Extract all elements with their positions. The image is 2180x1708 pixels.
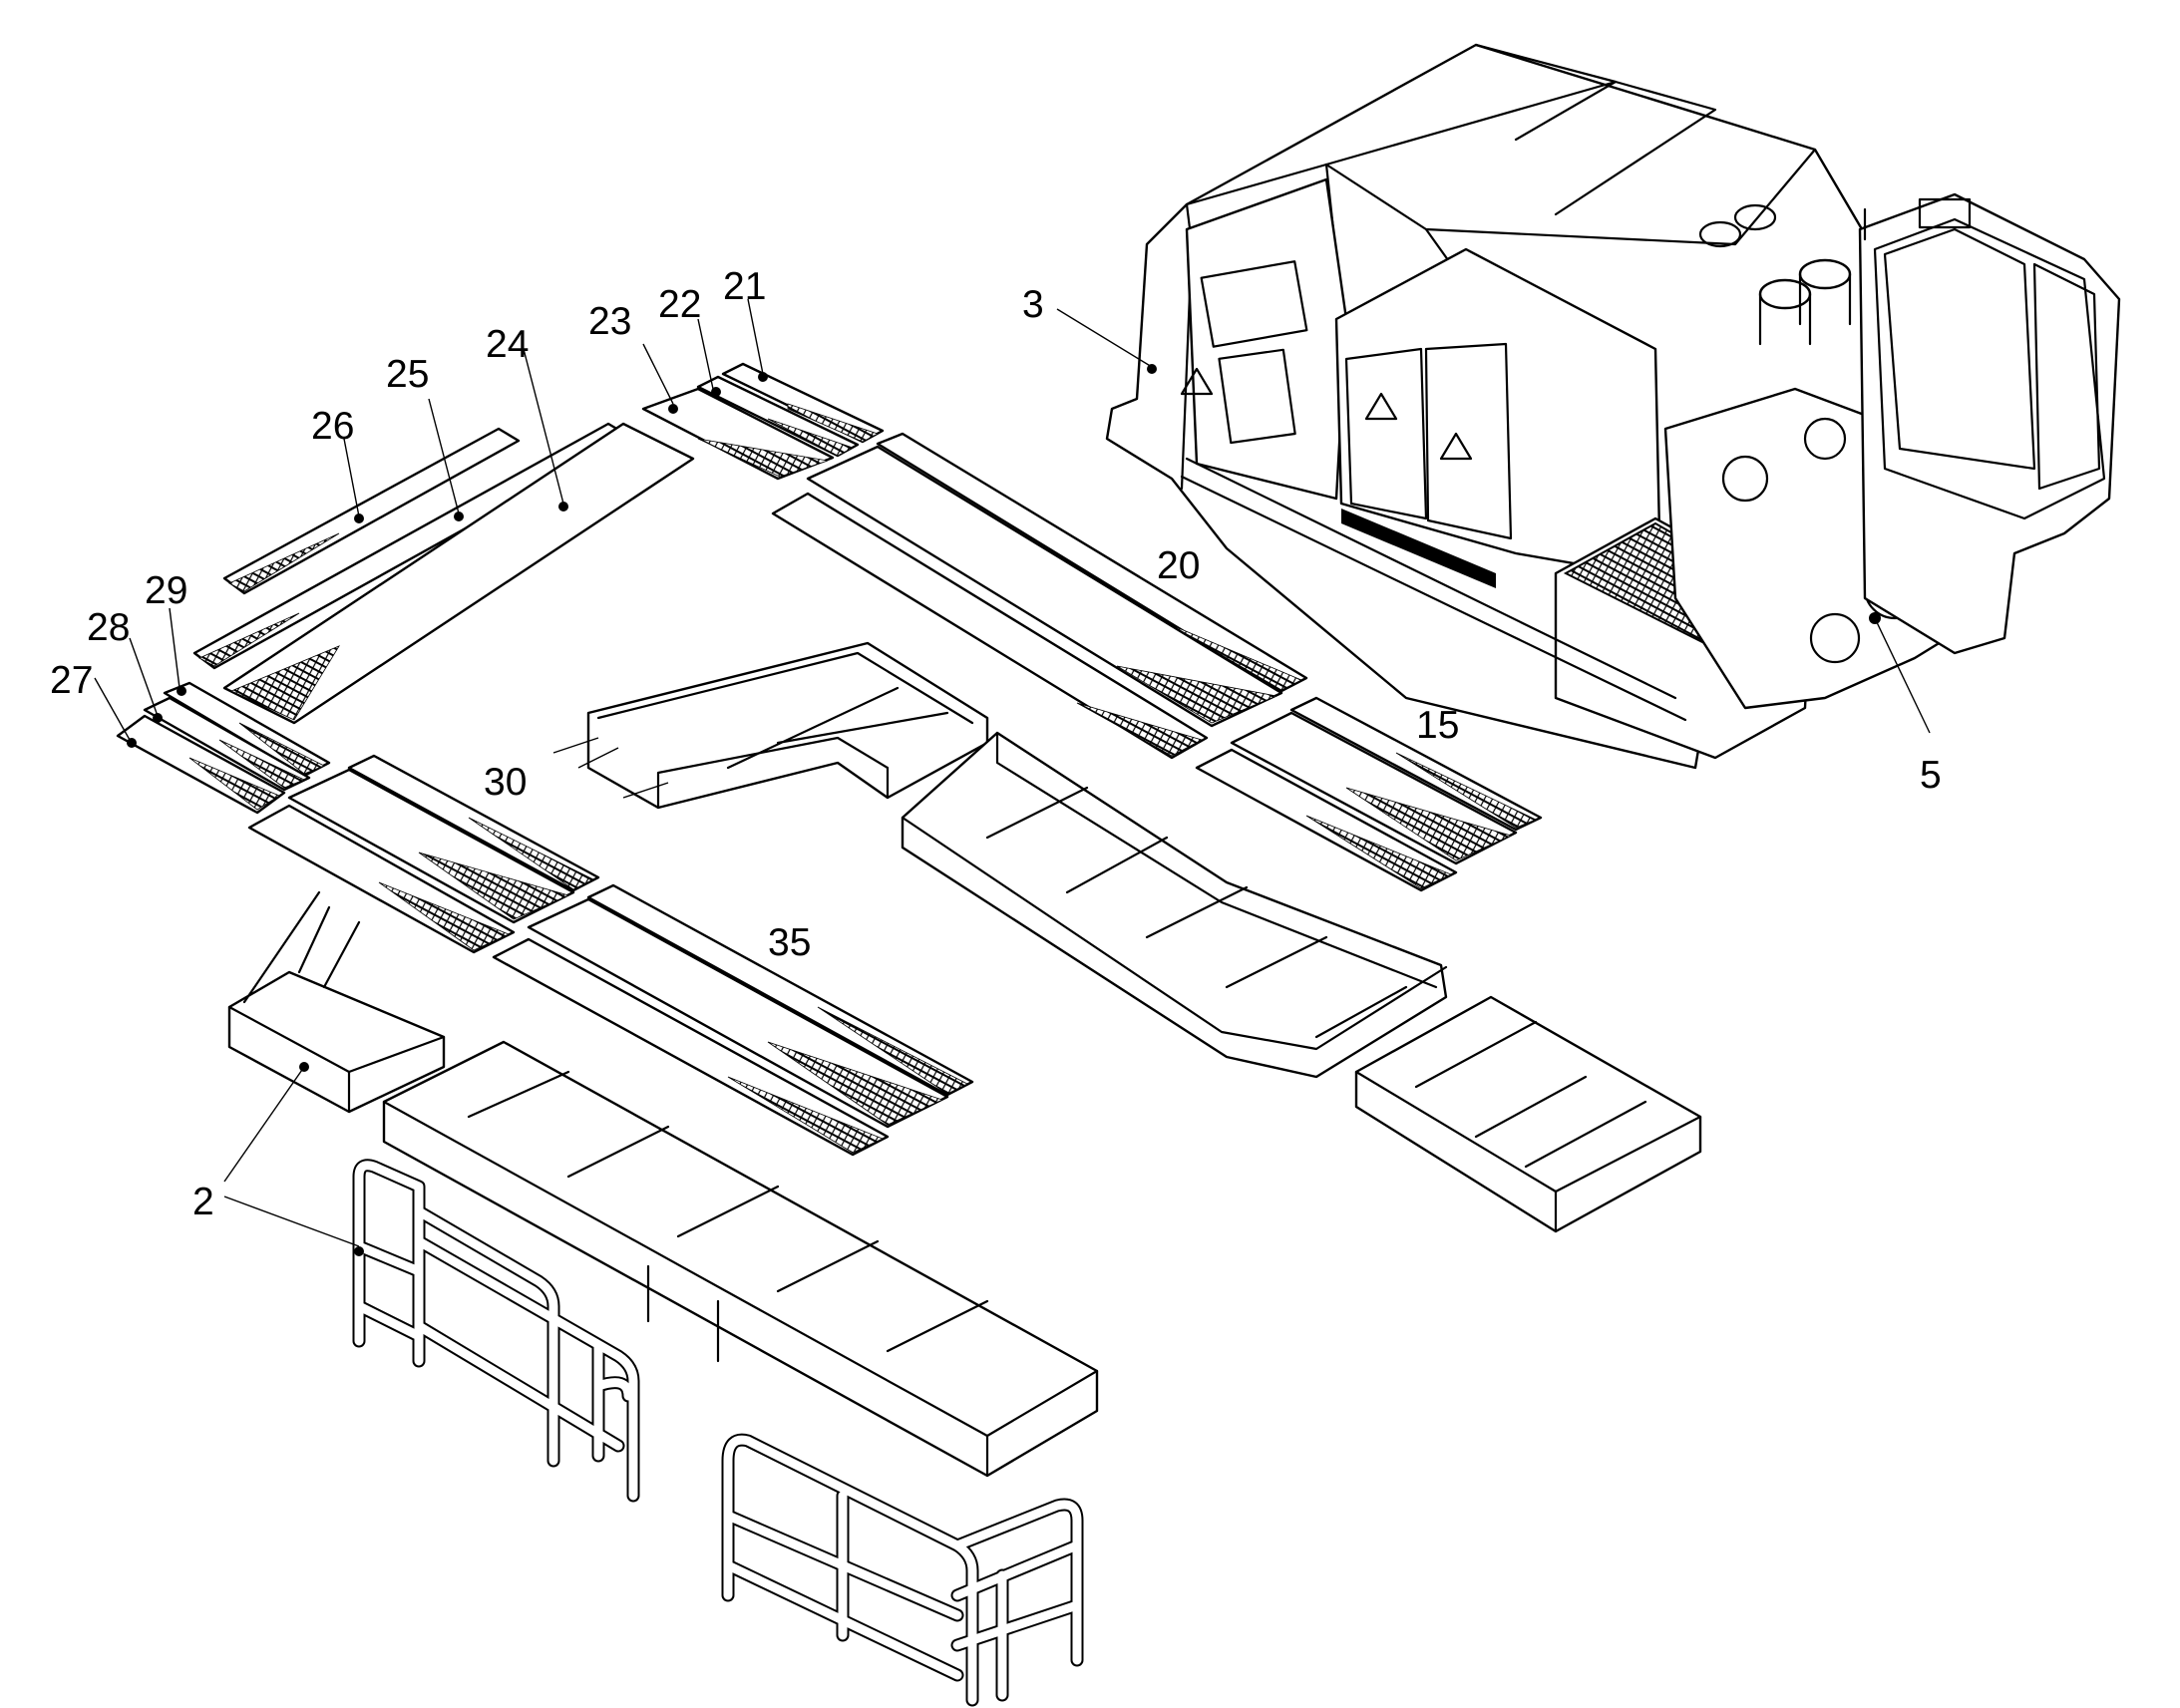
footplate-24 (222, 422, 695, 725)
footplate-30-b (287, 768, 575, 924)
footplate-30-c (247, 804, 516, 954)
leader-lines (94, 298, 1931, 1247)
footplate-15-a (1289, 696, 1543, 832)
callout-35: 35 (768, 921, 811, 964)
platform-frame-right (1354, 995, 1702, 1233)
callout-3: 3 (1022, 283, 1044, 326)
footplate-26 (222, 427, 521, 595)
footplate-15-c (1195, 748, 1458, 892)
callout-26: 26 (311, 405, 354, 448)
footplate-27 (116, 714, 286, 815)
callout-21: 21 (723, 265, 766, 308)
platform-frame-left (227, 890, 446, 1114)
platform-frame-upper (552, 641, 989, 810)
callout-23: 23 (588, 300, 631, 343)
footplate-35-b (527, 897, 949, 1129)
callout-15: 15 (1416, 704, 1459, 747)
footplate-28 (143, 696, 311, 792)
footplate-15-b (1230, 711, 1518, 865)
footplate-30-a (347, 754, 600, 892)
platform-frame-lower (382, 1040, 1099, 1478)
warning-triangle-icon (1180, 367, 1473, 461)
callout-5: 5 (1920, 754, 1942, 797)
railing-left (352, 1159, 640, 1503)
callout-30: 30 (484, 761, 527, 804)
footplate-35-c (492, 937, 890, 1157)
footplate-20-c (771, 492, 1209, 760)
callout-20: 20 (1157, 544, 1200, 587)
footplate-20-a (876, 432, 1308, 693)
platform-frame-center (901, 731, 1448, 1079)
callout-2: 2 (192, 1181, 214, 1223)
machine-upper-carriage (1105, 43, 2121, 770)
callout-29: 29 (145, 569, 187, 612)
callout-27: 27 (50, 659, 93, 702)
callout-28: 28 (87, 606, 130, 649)
footplate-20-b (806, 445, 1283, 728)
callout-25: 25 (386, 353, 429, 396)
footplate-21 (721, 362, 885, 444)
footplate-23 (641, 387, 835, 481)
railing-right (721, 1433, 1084, 1707)
callout-24: 24 (486, 323, 529, 366)
footplate-35-a (586, 883, 974, 1097)
callout-22: 22 (658, 283, 701, 326)
